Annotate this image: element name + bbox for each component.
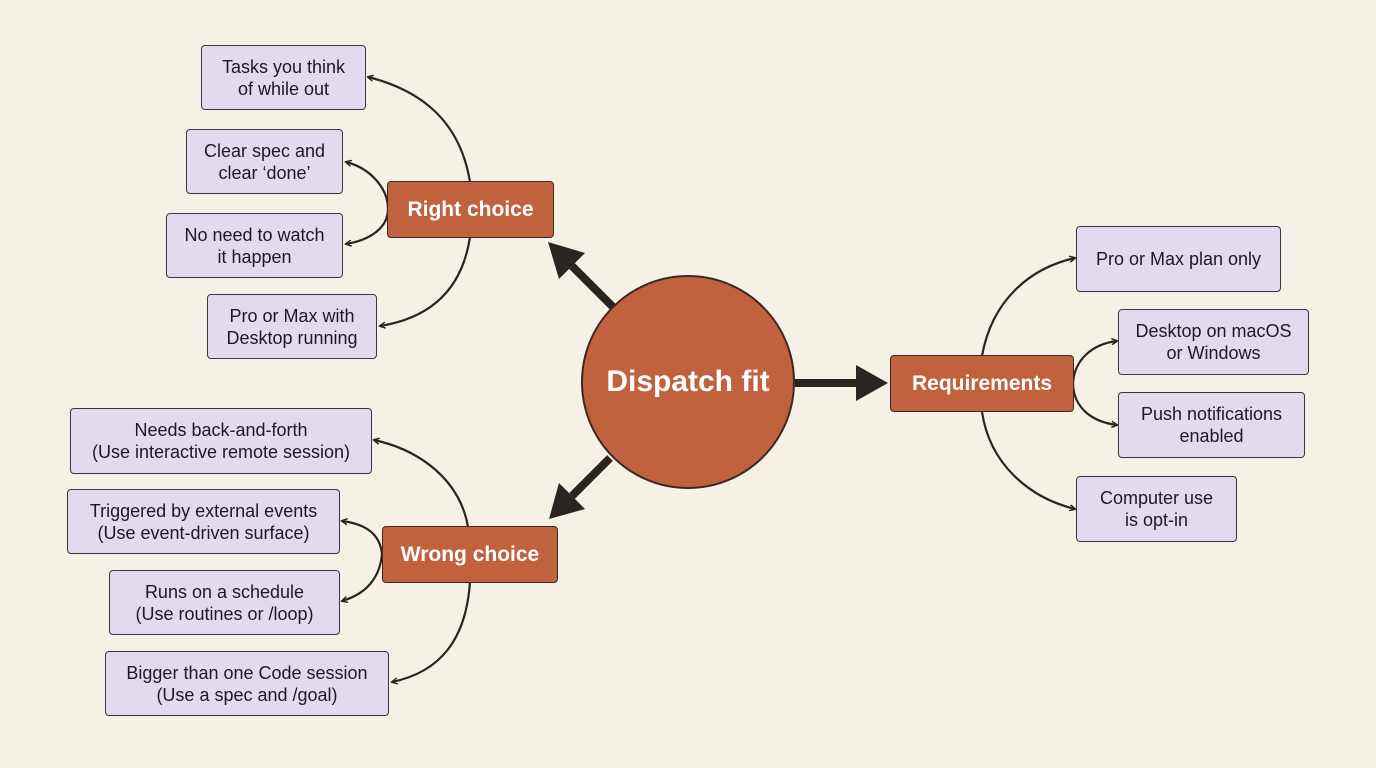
leaf-text-line-2: enabled (1179, 426, 1244, 446)
leaf-text-line-1: Push notifications (1140, 404, 1283, 424)
leaf-wrong-choice-1: Needs back-and-forth (Use interactive re… (70, 408, 372, 474)
connector-requirements-4 (980, 411, 1077, 512)
leaf-text-line-2: is opt-in (1124, 510, 1189, 530)
branch-right-choice-label: Right choice (407, 197, 534, 221)
leaf-wrong-choice-4: Bigger than one Code session (Use a spec… (105, 651, 389, 716)
leaf-text-line-2: (Use routines or /loop) (135, 603, 314, 624)
connector-requirements-2 (1071, 338, 1119, 385)
leaf-text-line-2: or Windows (1166, 343, 1261, 363)
hub-arrow-wrong-choice (549, 455, 613, 519)
leaf-text-line-1: Runs on a schedule (144, 581, 305, 602)
connector-right-choice-4 (378, 236, 472, 329)
connector-wrong-choice-3 (340, 553, 384, 604)
leaf-text-line-1: Bigger than one Code session (126, 662, 368, 683)
hub-arrow-right-choice (548, 242, 616, 310)
connector-right-choice-3 (344, 208, 390, 247)
leaf-text-line-1: Pro or Max with (229, 305, 355, 326)
leaf-text-line-1: Clear spec and (203, 140, 326, 161)
leaf-requirements-2: Desktop on macOS or Windows (1118, 309, 1309, 375)
hub-node: Dispatch fit (581, 275, 795, 489)
leaf-text-line-2: of while out (237, 78, 330, 99)
leaf-text-line-1: No need to watch (184, 224, 325, 245)
hub-label: Dispatch fit (606, 365, 770, 398)
leaf-text-line-2: clear ‘done’ (218, 162, 311, 183)
leaf-right-choice-2: Clear spec and clear ‘done’ (186, 129, 343, 194)
leaf-text-line-2: (Use a spec and /goal) (156, 684, 338, 705)
leaf-right-choice-4: Pro or Max with Desktop running (207, 294, 377, 359)
leaf-text-line-1: Triggered by external events (89, 500, 318, 521)
connector-right-choice-1 (366, 74, 472, 183)
leaf-text-line-1: Desktop on macOS (1135, 321, 1292, 341)
leaf-requirements-4: Computer use is opt-in (1076, 476, 1237, 542)
connector-wrong-choice-4 (390, 581, 472, 685)
leaf-text-line-1: Tasks you think (221, 56, 346, 77)
leaf-text-line-1: Pro or Max plan only (1095, 249, 1262, 269)
leaf-requirements-3: Push notifications enabled (1118, 392, 1305, 458)
leaf-text-line-1: Computer use (1099, 488, 1214, 508)
connector-right-choice-2 (344, 159, 390, 210)
branch-right-choice: Right choice (387, 181, 554, 238)
branch-wrong-choice: Wrong choice (382, 526, 558, 583)
leaf-text-line-2: (Use interactive remote session) (91, 442, 351, 462)
branch-requirements: Requirements (890, 355, 1074, 412)
connector-wrong-choice-1 (372, 437, 470, 528)
leaf-text-line-2: Desktop running (226, 327, 358, 348)
leaf-wrong-choice-3: Runs on a schedule (Use routines or /loo… (109, 570, 340, 635)
leaf-right-choice-3: No need to watch it happen (166, 213, 343, 278)
branch-wrong-choice-label: Wrong choice (400, 542, 540, 566)
leaf-right-choice-1: Tasks you think of while out (201, 45, 366, 110)
leaf-requirements-1: Pro or Max plan only (1076, 226, 1281, 292)
leaf-wrong-choice-2: Triggered by external events (Use event-… (67, 489, 340, 554)
leaf-text-line-1: Needs back-and-forth (134, 420, 308, 440)
branch-requirements-label: Requirements (911, 371, 1053, 395)
connector-requirements-1 (980, 255, 1077, 357)
hub-arrow-requirements (795, 365, 888, 401)
leaf-text-line-2: (Use event-driven surface) (97, 522, 310, 543)
connector-wrong-choice-2 (340, 518, 384, 555)
leaf-text-line-2: it happen (217, 246, 292, 267)
connector-requirements-3 (1071, 383, 1119, 428)
